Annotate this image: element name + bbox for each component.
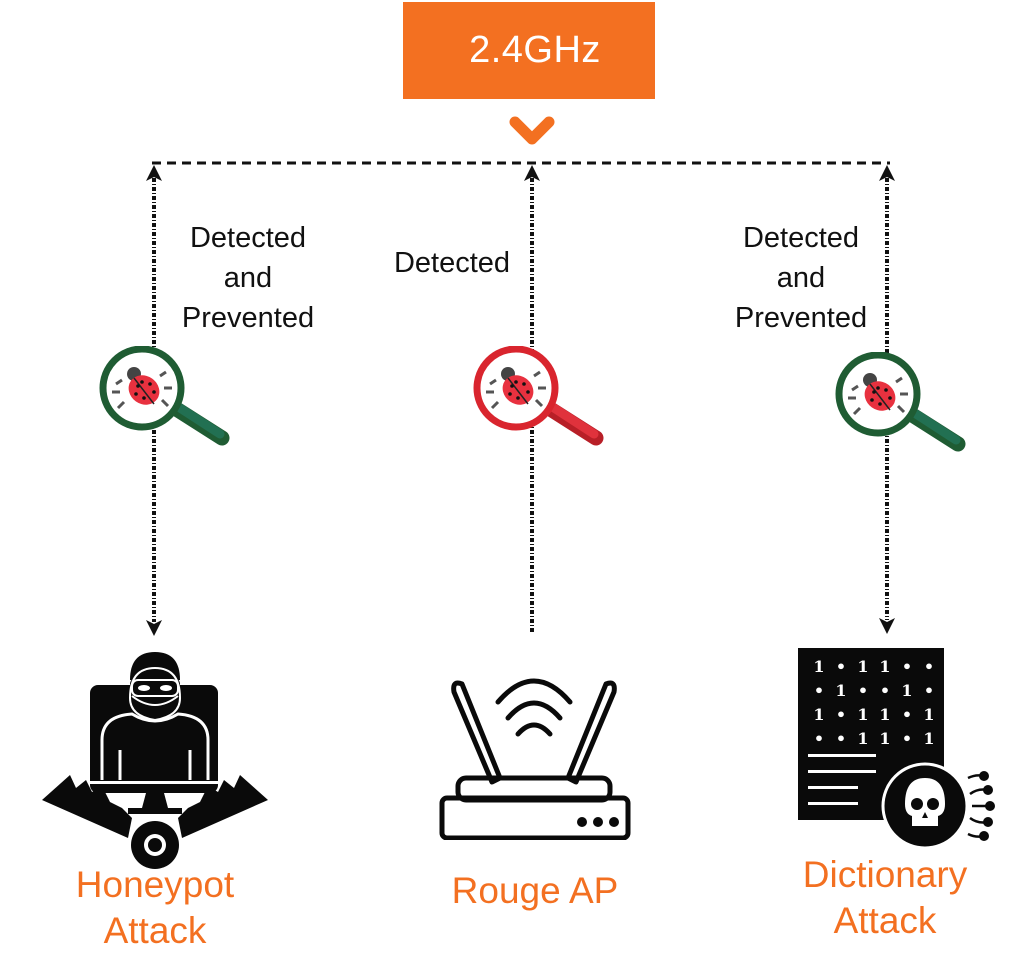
honeypot-trap-icon: [42, 652, 268, 869]
node-label-rogue-ap: Rouge AP: [420, 868, 650, 914]
arrow-up-icon: [524, 165, 540, 181]
node-label-dictionary: Dictionary Attack: [770, 852, 1000, 944]
node-label-line: Honeypot: [75, 864, 235, 905]
wifi-router-icon: [439, 678, 631, 840]
arrow-down-icon: [146, 620, 162, 636]
node-label-line: Dictionary: [802, 854, 968, 895]
magnifier-bug-icon: [99, 346, 230, 446]
status-label-right: Detected and Prevented: [718, 218, 884, 338]
status-label-middle: Detected: [376, 243, 528, 283]
status-label-left: Detected and Prevented: [168, 218, 328, 338]
magnifier-bug-icon: [473, 346, 604, 446]
arrow-down-icon: [879, 618, 895, 634]
status-line: and: [776, 262, 826, 294]
frequency-band-label: 2.4GHz: [469, 29, 601, 71]
node-label-line: Attack: [833, 900, 937, 941]
skull-network-icon: [881, 762, 995, 850]
ladybug-icon: [486, 367, 546, 410]
magnifier-bug-icon: [835, 352, 966, 452]
node-label-line: Attack: [103, 910, 207, 951]
branch-line-right: [879, 165, 895, 634]
chevron-down-icon: [509, 116, 555, 145]
ladybug-icon: [848, 373, 908, 416]
status-line: Prevented: [181, 302, 315, 334]
status-line: and: [223, 262, 273, 294]
node-label-honeypot: Honeypot Attack: [40, 862, 270, 954]
arrow-up-icon: [146, 165, 162, 181]
frequency-band-box: 2.4GHz: [403, 2, 655, 99]
ladybug-icon: [112, 367, 172, 410]
status-line: Detected: [189, 222, 307, 254]
status-line: Detected: [742, 222, 860, 254]
node-label-line: Rouge AP: [451, 870, 619, 911]
status-line: Detected: [393, 247, 511, 279]
status-line: Prevented: [734, 302, 868, 334]
arrow-up-icon: [879, 165, 895, 181]
